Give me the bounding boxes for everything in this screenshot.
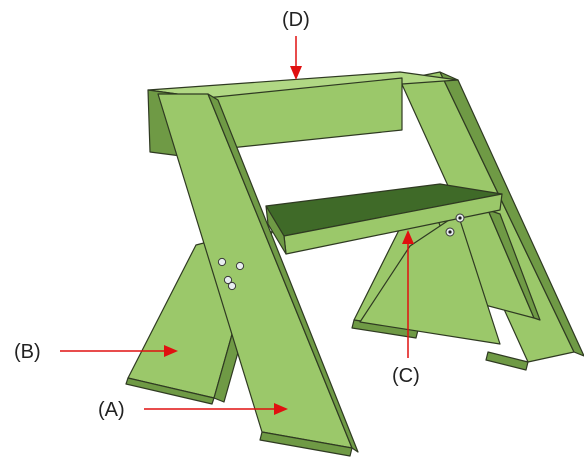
callout-c: (C) bbox=[392, 365, 420, 387]
arrow-d bbox=[290, 36, 302, 80]
callout-a: (A) bbox=[98, 399, 125, 421]
arrow-a bbox=[144, 403, 288, 415]
arrow-c bbox=[402, 230, 414, 358]
arrow-b bbox=[60, 345, 178, 357]
leg-a bbox=[157, 93, 359, 457]
callout-b: (B) bbox=[14, 341, 41, 363]
callout-d: (D) bbox=[282, 9, 310, 31]
right-leg-lower bbox=[359, 209, 541, 345]
seat-c bbox=[265, 183, 503, 255]
